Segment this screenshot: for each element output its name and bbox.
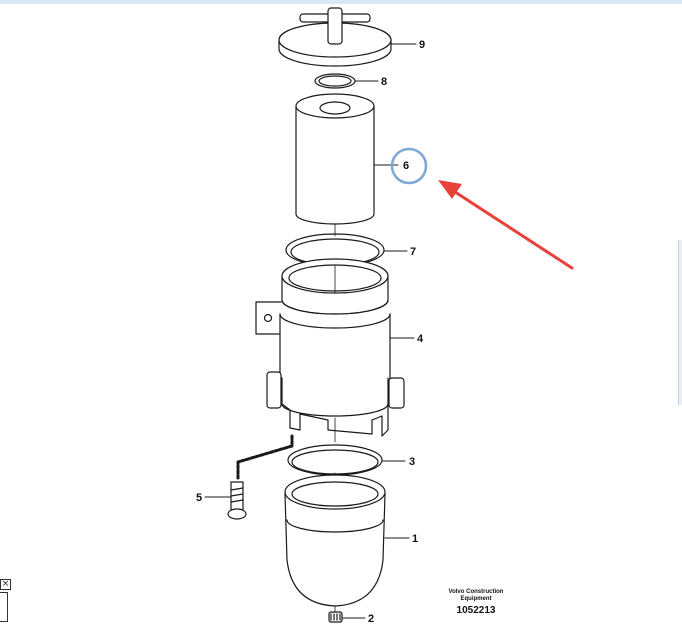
part-1-bowl — [284, 474, 386, 613]
bolt-leader-dashed — [236, 434, 294, 480]
callout-2: 2 — [368, 613, 374, 625]
document-number: 1052213 — [457, 605, 496, 616]
brand-line-2: Equipment — [461, 596, 492, 602]
corner-widget: × — [0, 579, 11, 622]
corner-panel-edge — [0, 592, 8, 622]
close-icon[interactable]: × — [0, 579, 11, 590]
callout-1: 1 — [412, 533, 418, 545]
callout-7: 7 — [410, 246, 416, 258]
part-9-cover — [278, 7, 392, 67]
part-8-oring — [314, 73, 356, 89]
callout-8: 8 — [381, 76, 387, 88]
callout-3: 3 — [409, 456, 415, 468]
part-2-drain-plug — [328, 611, 343, 623]
top-window-strip — [0, 0, 682, 4]
callout-6: 6 — [403, 160, 409, 172]
highlight-circle — [390, 147, 428, 185]
callout-leaders — [204, 43, 417, 619]
brand-line-1: Volvo Construction — [449, 589, 504, 595]
annotation-arrow — [438, 180, 574, 270]
part-4-housing — [255, 258, 405, 443]
callout-4: 4 — [417, 333, 424, 345]
callout-5: 5 — [196, 492, 202, 504]
part-6-filter-element — [295, 93, 375, 237]
side-panel-tab[interactable] — [678, 240, 682, 405]
part-5-bolt — [227, 481, 247, 520]
callout-9: 9 — [419, 39, 425, 51]
